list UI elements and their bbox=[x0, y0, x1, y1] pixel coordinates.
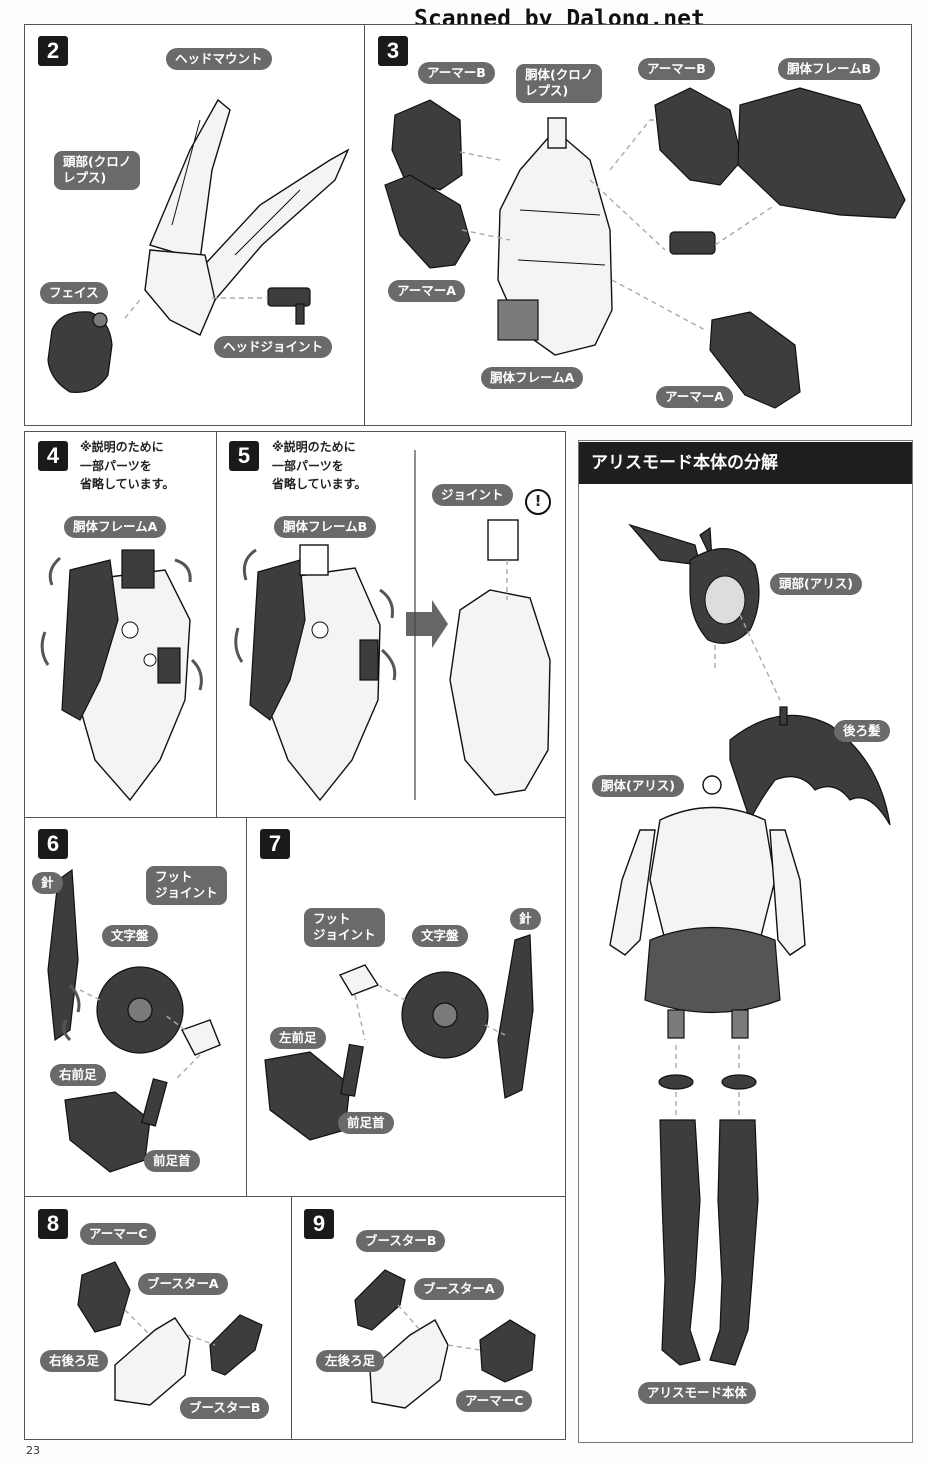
armor-a-left-art bbox=[384, 174, 471, 269]
legs-alice-art bbox=[659, 1119, 759, 1366]
booster-a-left-art bbox=[369, 1319, 449, 1409]
head-mount-art bbox=[144, 98, 350, 336]
label-needle-7: 針 bbox=[510, 908, 541, 931]
label-torso-chronolepus: 胴体(クロノ レプス) bbox=[516, 64, 603, 103]
foot-joint-left-art bbox=[338, 964, 380, 996]
foot-joint-right-art bbox=[181, 1019, 221, 1056]
booster-b-left-art bbox=[354, 1269, 406, 1331]
label-left-rear-foot: 左後ろ足 bbox=[316, 1350, 385, 1373]
warning-mark: ! bbox=[534, 492, 542, 510]
step-number-6: 6 bbox=[38, 829, 68, 859]
head-alice-art bbox=[628, 523, 760, 644]
torso-alice-art bbox=[609, 775, 806, 1039]
step-number-3: 3 bbox=[378, 36, 408, 66]
label-joint: ジョイント bbox=[432, 484, 513, 507]
label-foot-joint-6: フット ジョイント bbox=[146, 866, 227, 905]
armor-b-left-art bbox=[391, 99, 463, 191]
torso-frame-b-art bbox=[737, 87, 906, 219]
front-foot-left-art bbox=[264, 1043, 364, 1141]
torso-assembled-art bbox=[449, 519, 551, 796]
step-number-7: 7 bbox=[260, 829, 290, 859]
armor-c-right-art bbox=[77, 1261, 131, 1333]
page-number: 23 bbox=[26, 1444, 40, 1457]
label-booster-a-9: ブースターA bbox=[414, 1278, 504, 1301]
dial-left-art bbox=[401, 971, 489, 1059]
label-torso-frame-a: 胴体フレームA bbox=[481, 367, 584, 390]
label-alice-mode-body: アリスモード本体 bbox=[638, 1382, 757, 1405]
armor-a-right-art bbox=[709, 311, 801, 409]
face-art bbox=[47, 311, 113, 393]
section-title-alice-mode: アリスモード本体の分解 bbox=[579, 442, 912, 484]
note-parts-omitted-5: ※説明のために 一部パーツを 省略しています。 bbox=[272, 440, 367, 492]
label-torso-alice: 胴体(アリス) bbox=[592, 775, 684, 798]
label-right-front-foot: 右前足 bbox=[50, 1064, 106, 1087]
label-armor-c-9: アーマーC bbox=[456, 1390, 533, 1413]
label-armor-a-left: アーマーA bbox=[388, 280, 465, 303]
label-head-alice: 頭部(アリス) bbox=[770, 573, 862, 596]
label-head-joint: ヘッドジョイント bbox=[214, 336, 333, 359]
label-head-mount: ヘッドマウント bbox=[166, 48, 272, 71]
label-foot-joint-7: フット ジョイント bbox=[304, 908, 385, 947]
step-number-8: 8 bbox=[38, 1209, 68, 1239]
label-face: フェイス bbox=[40, 282, 108, 305]
label-head-chronolepus: 頭部(クロノ レプス) bbox=[54, 151, 141, 190]
head-joint-art bbox=[267, 287, 311, 325]
label-dial-6: 文字盤 bbox=[102, 925, 158, 948]
label-front-ankle-6: 前足首 bbox=[144, 1150, 200, 1173]
label-armor-b-right: アーマーB bbox=[638, 58, 715, 81]
step-number-5: 5 bbox=[229, 441, 259, 471]
needle-right-art bbox=[47, 868, 79, 1042]
step-number-2: 2 bbox=[38, 36, 68, 66]
label-front-ankle-7: 前足首 bbox=[338, 1112, 394, 1135]
front-foot-right-art bbox=[64, 1078, 168, 1173]
label-torso-frame-a-4: 胴体フレームA bbox=[64, 516, 167, 539]
torso-chronolepus-art bbox=[497, 117, 613, 356]
label-armor-b-left: アーマーB bbox=[418, 62, 495, 85]
label-needle-6: 針 bbox=[32, 872, 63, 895]
dial-right-art bbox=[96, 966, 184, 1054]
note-parts-omitted-4: ※説明のために 一部パーツを 省略しています。 bbox=[80, 440, 175, 492]
torso-frame-b-open-art bbox=[249, 544, 381, 802]
label-armor-a-right: アーマーA bbox=[656, 386, 733, 409]
joint-center-art bbox=[669, 231, 716, 255]
label-torso-frame-b-5: 胴体フレームB bbox=[274, 516, 377, 539]
label-left-front-foot: 左前足 bbox=[270, 1027, 326, 1050]
label-torso-frame-b: 胴体フレームB bbox=[778, 58, 881, 81]
arrow-right-icon bbox=[406, 600, 448, 648]
booster-a-right-art bbox=[114, 1317, 191, 1406]
label-right-rear-foot: 右後ろ足 bbox=[40, 1350, 109, 1373]
step-number-9: 9 bbox=[304, 1209, 334, 1239]
armor-b-right-art bbox=[654, 87, 743, 186]
label-back-hair: 後ろ髪 bbox=[834, 720, 890, 743]
label-armor-c-8: アーマーC bbox=[80, 1223, 157, 1246]
label-dial-7: 文字盤 bbox=[412, 925, 468, 948]
needle-left-art bbox=[497, 934, 534, 1099]
booster-b-right-art bbox=[209, 1314, 263, 1376]
label-booster-b-8: ブースターB bbox=[180, 1397, 270, 1420]
torso-frame-a-open-art bbox=[61, 549, 191, 802]
armor-c-left-art bbox=[479, 1319, 536, 1383]
label-booster-b-9: ブースターB bbox=[356, 1230, 446, 1253]
label-booster-a-8: ブースターA bbox=[138, 1273, 228, 1296]
step-number-4: 4 bbox=[38, 441, 68, 471]
warning-circle-icon bbox=[525, 489, 551, 515]
